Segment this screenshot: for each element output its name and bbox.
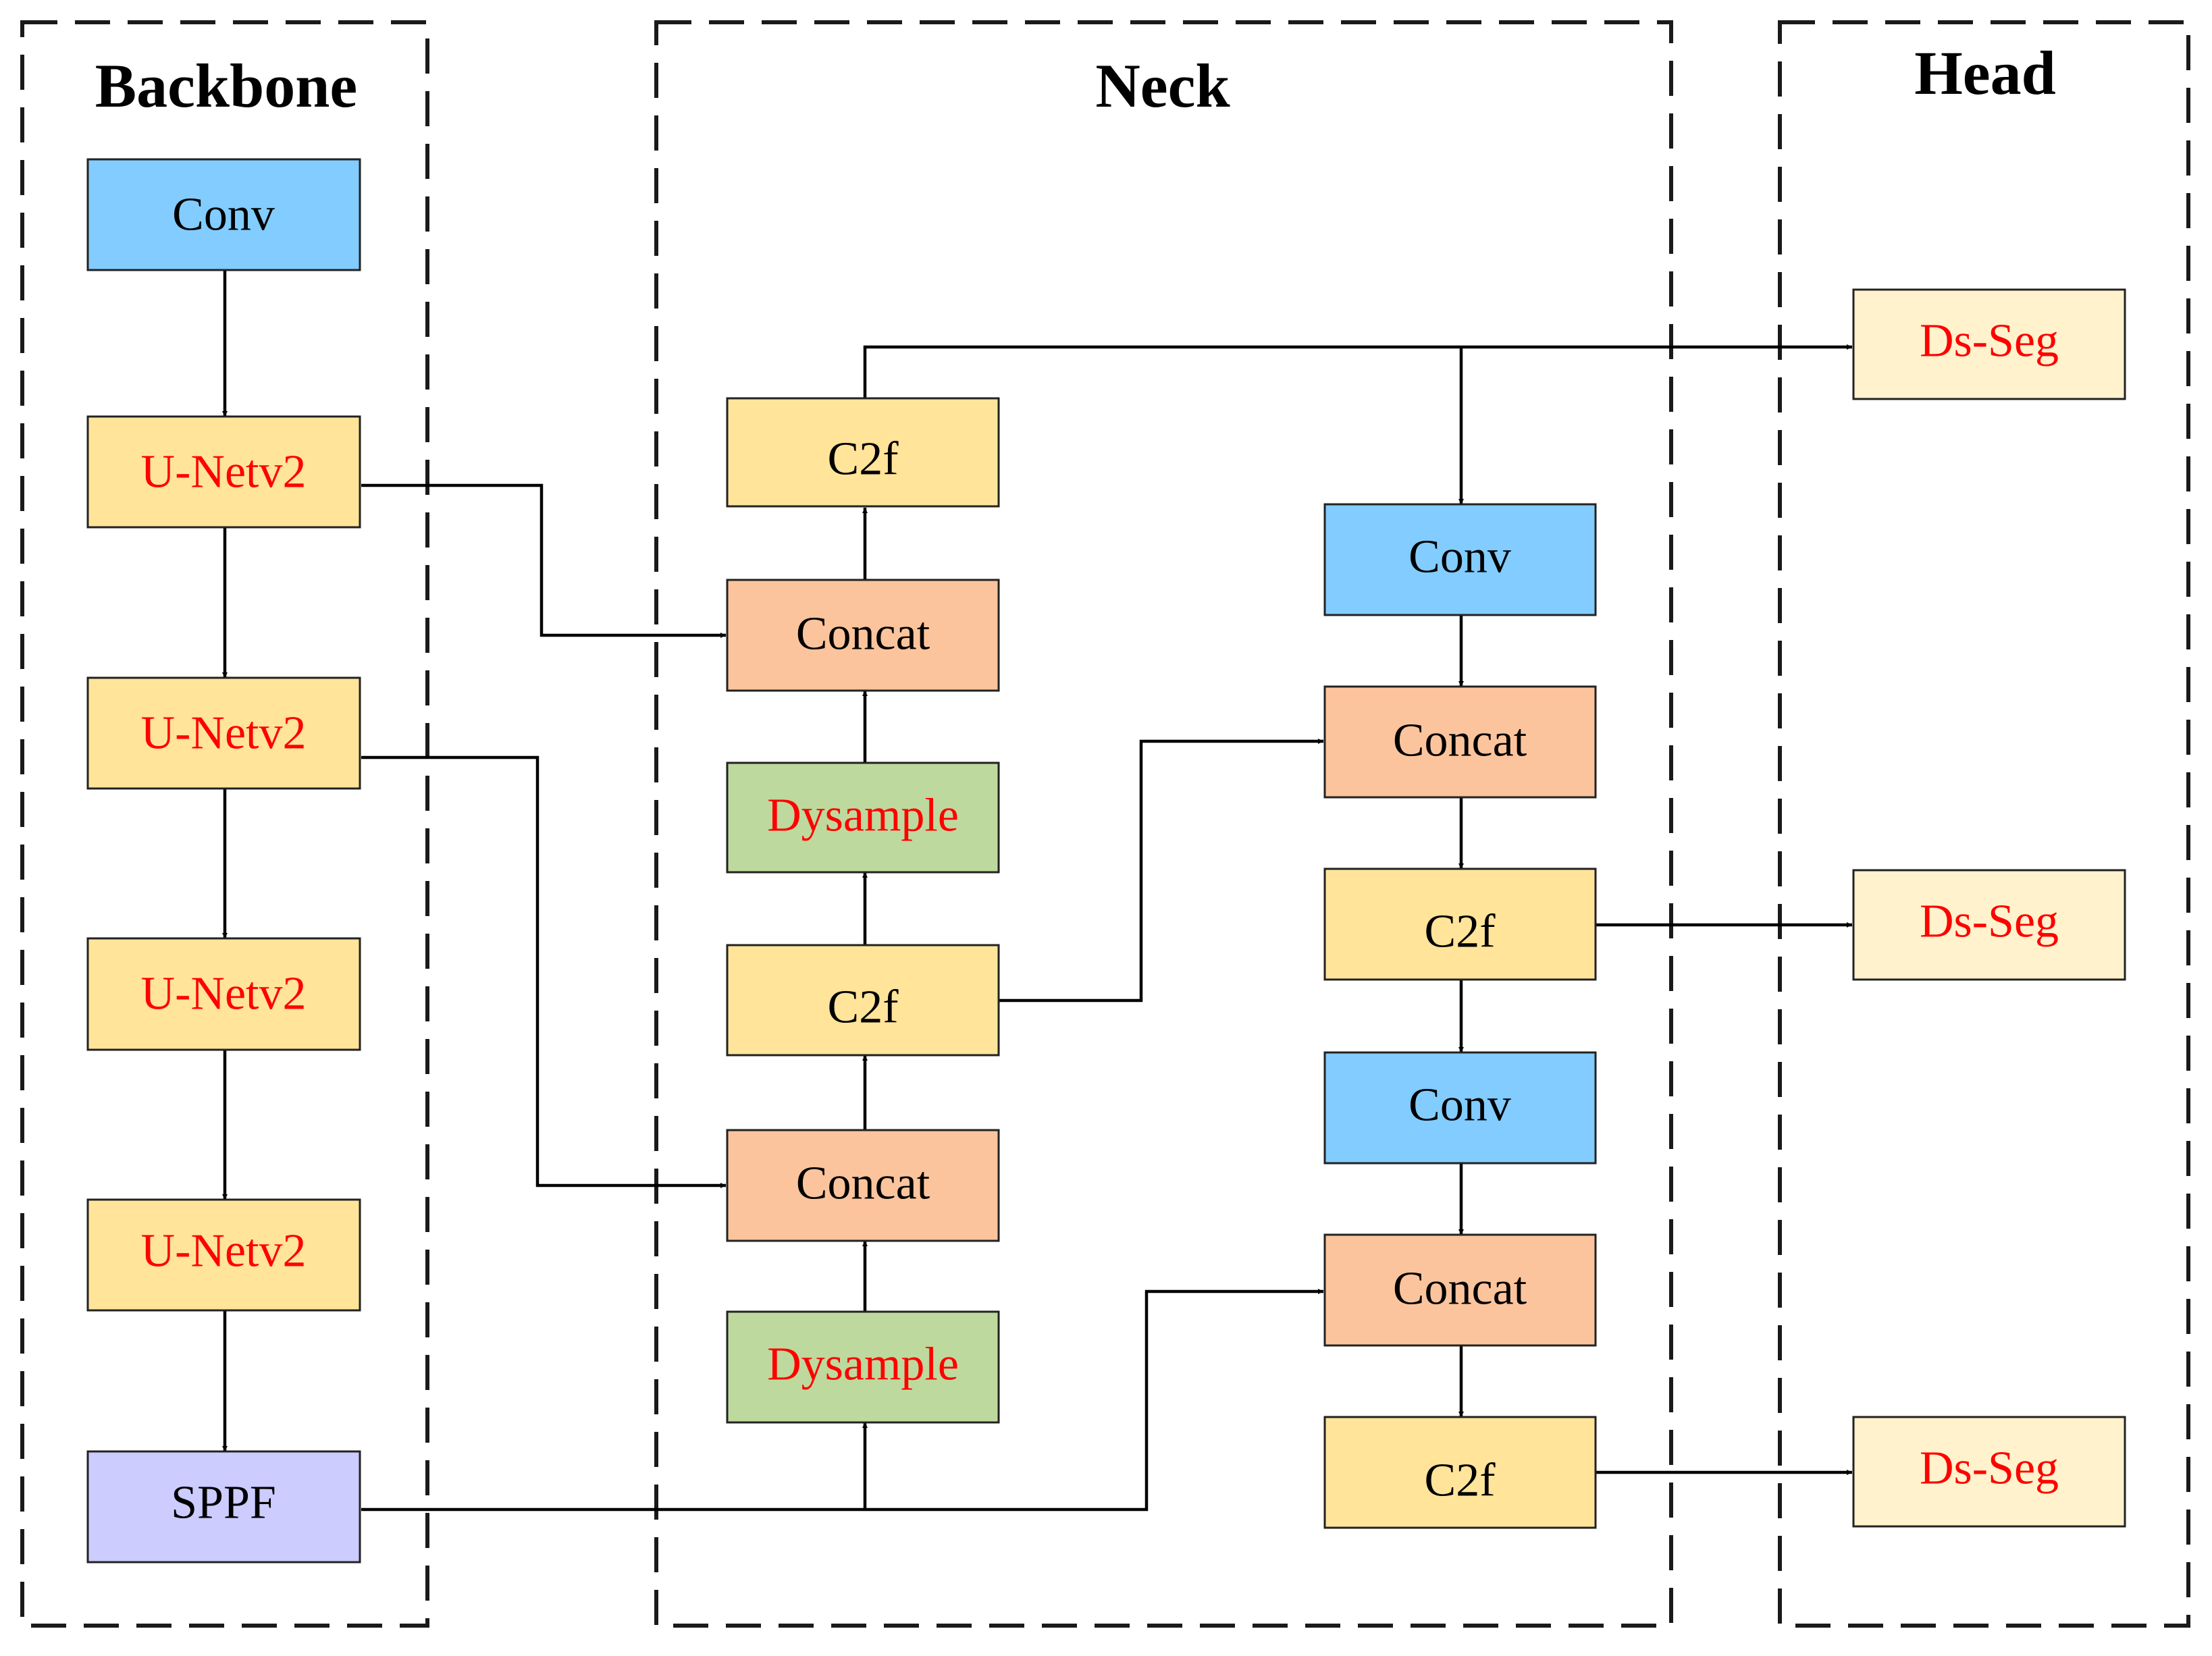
neck-c2f-top-box (726, 397, 1000, 508)
backbone-conv-block: Conv (86, 158, 361, 271)
neck-dysample-upper-block: Dysample (726, 762, 1000, 874)
backbone-unet-label-2: U-Netv2 (141, 707, 307, 759)
backbone-unet-label-1: U-Netv2 (141, 446, 307, 498)
neck-conv-2-block: Conv (1323, 1051, 1597, 1165)
neck-concat-lower-block: Concat (726, 1129, 1000, 1242)
neck-concat-upper-label: Concat (796, 608, 930, 660)
backbone-conv-box (86, 158, 361, 271)
neck-c2f-r1-block: C2f (1323, 867, 1597, 981)
neck-concat-r1-label: Concat (1393, 715, 1527, 767)
edge-unet2-to-concat-lower (361, 755, 726, 1188)
backbone-unet-box-3 (86, 937, 361, 1051)
head-title: Head (1914, 38, 2056, 107)
backbone-sppf-block: SPPF (86, 1450, 361, 1564)
neck-conv-1-label: Conv (1408, 531, 1511, 583)
neck-concat-lower-label: Concat (796, 1158, 930, 1210)
edge-unet1-to-concat-upper (361, 483, 726, 638)
backbone-conv-label: Conv (172, 189, 275, 241)
backbone-unet-box-4 (86, 1198, 361, 1312)
neck-conv-1-block: Conv (1323, 503, 1597, 616)
head-seg-2-label: Ds-Seg (1920, 896, 2059, 948)
neck-c2f-top-label: C2f (828, 433, 899, 485)
neck-c2f-r1-box (1323, 867, 1597, 981)
head-seg-3-block: Ds-Seg (1852, 1416, 2126, 1528)
head-seg-3-label: Ds-Seg (1920, 1443, 2059, 1495)
neck-frame (654, 20, 1673, 1628)
neck-c2f-r1-label: C2f (1425, 906, 1496, 958)
backbone-unet-box-2 (86, 676, 361, 790)
neck-dysample-lower-label: Dysample (767, 1339, 959, 1391)
backbone-sppf-box (86, 1450, 361, 1564)
nodes: Conv U-Netv2 U-Netv2 U-Netv2 U-Netv2 SPP… (86, 158, 2126, 1564)
neck-c2f-r2-block: C2f (1323, 1416, 1597, 1529)
neck-c2f-top-block: C2f (726, 397, 1000, 508)
backbone-unet-block-2: U-Netv2 (86, 676, 361, 790)
backbone-unet-box-1 (86, 415, 361, 529)
neck-concat-upper-block: Concat (726, 579, 1000, 692)
neck-dysample-lower-box (726, 1310, 1000, 1424)
backbone-unet-label-3: U-Netv2 (141, 968, 307, 1020)
neck-c2f-mid-box (726, 944, 1000, 1057)
backbone-frame (20, 20, 429, 1628)
edges (222, 270, 1852, 1512)
neck-concat-r1-block: Concat (1323, 685, 1597, 799)
head-seg-2-box (1852, 869, 2126, 981)
neck-concat-r1-box (1323, 685, 1597, 799)
neck-concat-upper-box (726, 579, 1000, 692)
neck-conv-2-label: Conv (1408, 1079, 1511, 1131)
edge-sppf-to-concat-r2 (361, 1289, 1323, 1512)
backbone-unet-label-4: U-Netv2 (141, 1225, 307, 1277)
neck-c2f-mid-block: C2f (726, 944, 1000, 1057)
backbone-unet-block-1: U-Netv2 (86, 415, 361, 529)
head-seg-1-block: Ds-Seg (1852, 288, 2126, 400)
neck-dysample-upper-label: Dysample (767, 790, 959, 842)
edge-c2f-mid-to-concat-r1 (999, 739, 1323, 1003)
backbone-sppf-label: SPPF (171, 1477, 276, 1529)
edge-c2f-top-to-seg-1 (863, 344, 1852, 398)
neck-conv-2-box (1323, 1051, 1597, 1165)
backbone-unet-block-3: U-Netv2 (86, 937, 361, 1051)
neck-concat-lower-box (726, 1129, 1000, 1242)
neck-c2f-mid-label: C2f (828, 982, 899, 1034)
neck-dysample-lower-block: Dysample (726, 1310, 1000, 1424)
head-seg-1-label: Ds-Seg (1920, 315, 2059, 367)
head-seg-1-box (1852, 288, 2126, 400)
backbone-title: Backbone (95, 51, 358, 120)
neck-c2f-r2-box (1323, 1416, 1597, 1529)
head-seg-2-block: Ds-Seg (1852, 869, 2126, 981)
neck-concat-r2-box (1323, 1233, 1597, 1347)
neck-concat-r2-block: Concat (1323, 1233, 1597, 1347)
neck-title: Neck (1095, 51, 1230, 120)
neck-c2f-r2-label: C2f (1425, 1455, 1496, 1507)
head-frame (1778, 20, 2190, 1628)
neck-dysample-upper-box (726, 762, 1000, 874)
neck-concat-r2-label: Concat (1393, 1263, 1527, 1315)
head-seg-3-box (1852, 1416, 2126, 1528)
backbone-unet-block-4: U-Netv2 (86, 1198, 361, 1312)
neck-conv-1-box (1323, 503, 1597, 616)
